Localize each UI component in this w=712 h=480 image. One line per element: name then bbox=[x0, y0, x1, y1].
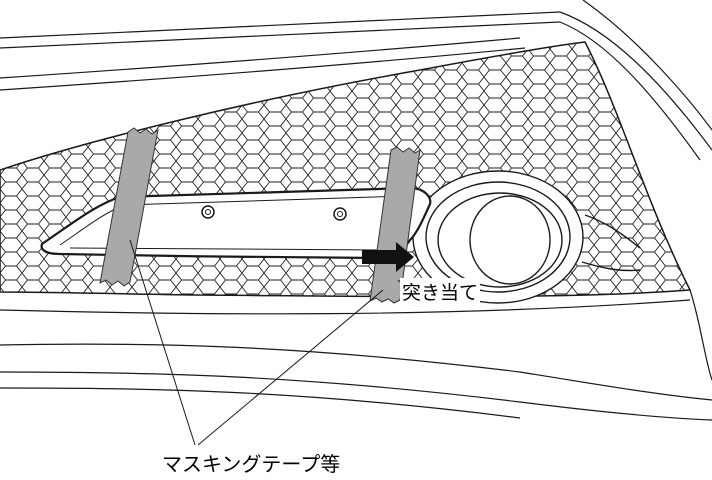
abut-arrow bbox=[362, 242, 414, 272]
tape-leader-lines bbox=[129, 239, 384, 446]
lower-body-lines bbox=[0, 289, 712, 421]
upper-body-lines bbox=[0, 0, 712, 161]
masking-tape-label: マスキングテープ等 bbox=[162, 452, 341, 476]
abut-label: 突き当て bbox=[400, 278, 481, 305]
clip-hole-right bbox=[333, 207, 347, 221]
masking-tape-left bbox=[99, 127, 159, 287]
clip-hole-left bbox=[201, 205, 215, 219]
